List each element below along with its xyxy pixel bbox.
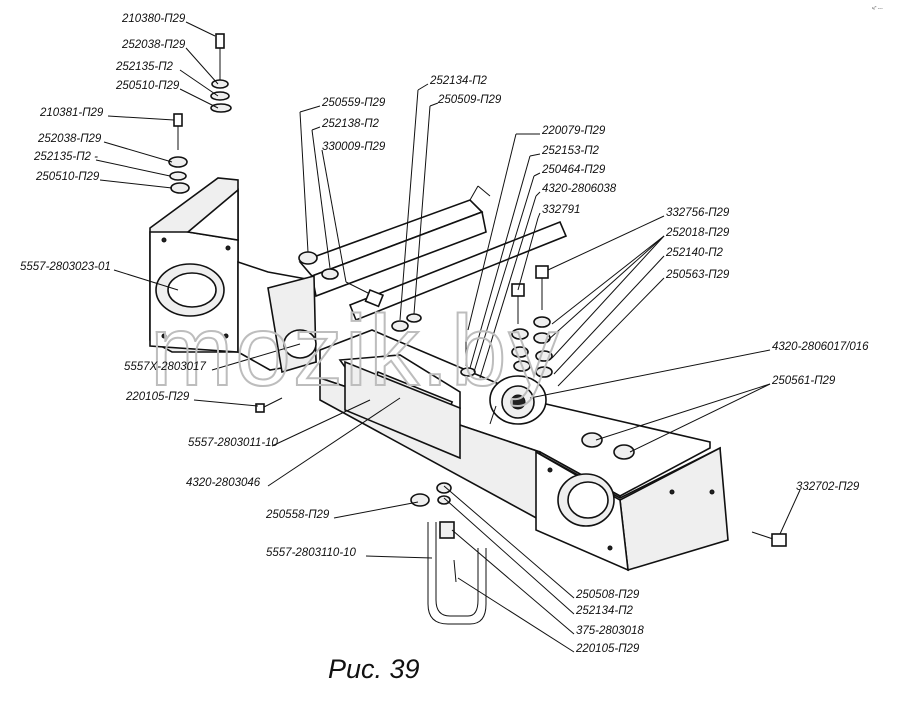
- tow-hook: [489, 375, 547, 425]
- label-252018: 252018-П29: [665, 227, 730, 239]
- label-4320-2803046: 4320-2803046: [186, 477, 261, 489]
- label-220105-bot: 220105-П29: [575, 643, 640, 655]
- label-4320-2806038: 4320-2806038: [542, 183, 617, 195]
- nut-icon: [298, 251, 318, 265]
- label-252134-top: 252134-П2: [429, 75, 488, 87]
- left-bracket: [149, 177, 317, 374]
- label-250561: 250561-П29: [771, 375, 836, 387]
- label-250559: 250559-П29: [321, 97, 386, 109]
- bolt-icon: [215, 33, 225, 49]
- clamp-block: [439, 521, 455, 539]
- label-250509: 250509-П29: [437, 94, 502, 106]
- label-252135-top: 252135-П2: [115, 61, 174, 73]
- label-250558: 250558-П29: [265, 509, 330, 521]
- label-250464: 250464-П29: [541, 164, 606, 176]
- label-220079: 220079-П29: [541, 125, 606, 137]
- beam-plate: [344, 360, 461, 460]
- label-252153: 252153-П2: [541, 145, 600, 157]
- label-5557-2803023: 5557-2803023-01: [20, 261, 111, 273]
- part-labels: 210380-П29 252038-П29 252135-П2 250510-П…: [20, 13, 869, 655]
- nut-icon: [581, 432, 603, 448]
- label-375-2803018: 375-2803018: [576, 625, 644, 637]
- figure-caption: Рис. 39: [328, 654, 420, 684]
- label-250510-2: 250510-П29: [35, 171, 100, 183]
- label-5557x-2803017: 5557Х-2803017: [124, 361, 206, 373]
- label-252140: 252140-П2: [665, 247, 724, 259]
- right-bracket: [535, 446, 729, 572]
- u-bolt-icon: [427, 522, 487, 625]
- label-330009: 330009-П29: [322, 141, 386, 153]
- watermark: mozik.by: [150, 295, 561, 407]
- label-220105-left: 220105-П29: [125, 391, 190, 403]
- label-332756: 332756-П29: [666, 207, 730, 219]
- label-252135-2: 252135-П2 -: [33, 151, 98, 163]
- label-210381: 210381-П29: [39, 107, 104, 119]
- label-252038-top: 252038-П29: [121, 39, 186, 51]
- label-4320-2806017: 4320-2806017/016: [772, 341, 869, 353]
- nut-icon: [613, 444, 635, 460]
- corner-mark: ч" ---: [872, 6, 883, 12]
- label-250510-top: 250510-П29: [115, 80, 180, 92]
- label-332702: 332702-П29: [796, 481, 860, 493]
- bolt-icon: [535, 265, 549, 279]
- label-252038-2: 252038-П29: [37, 133, 102, 145]
- label-252134-bot: 252134-П2: [575, 605, 634, 617]
- bolt-icon: [173, 113, 183, 127]
- leader-lines: [95, 21, 801, 653]
- label-332791: 332791: [542, 204, 580, 216]
- fasteners: [168, 33, 787, 625]
- label-5557-2803110: 5557-2803110-10: [266, 547, 357, 559]
- label-252138: 252138-П2: [321, 118, 380, 130]
- label-210380: 210380-П29: [121, 13, 186, 25]
- label-250563: 250563-П29: [665, 269, 730, 281]
- label-5557-2803011: 5557-2803011-10: [188, 437, 279, 449]
- label-250508: 250508-П29: [575, 589, 640, 601]
